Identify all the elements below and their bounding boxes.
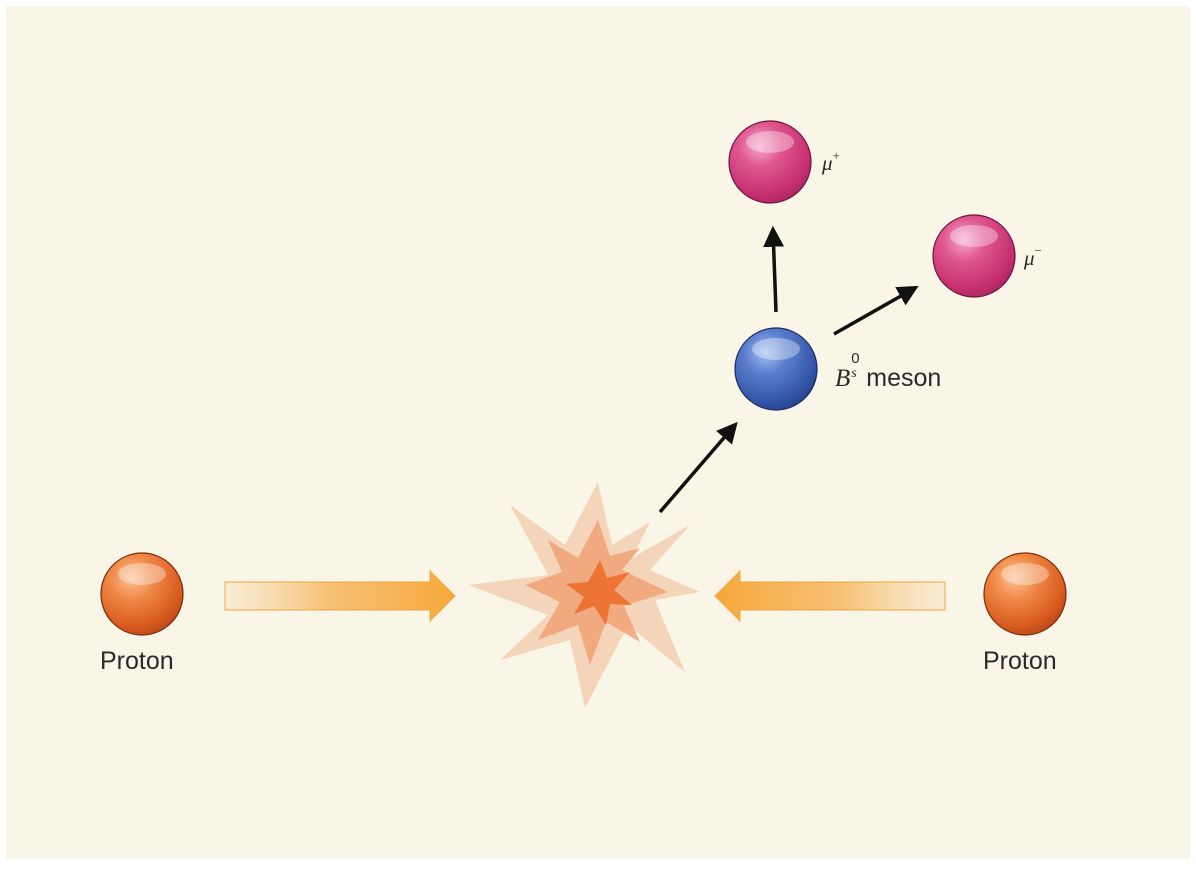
- muon-plus-charge: +: [832, 148, 840, 163]
- meson-word: meson: [866, 364, 942, 392]
- proton-right-icon: [983, 552, 1067, 636]
- beam-arrow-left-icon: [224, 569, 457, 623]
- muon-plus-icon: [728, 120, 812, 204]
- muon-minus-icon: [932, 214, 1016, 298]
- arrow-meson-to-muon-minus-icon: [833, 285, 919, 336]
- muon-minus-label: μ−: [1024, 243, 1042, 271]
- arrow-meson-to-muon-plus-icon: [763, 225, 785, 313]
- proton-left-icon: [100, 552, 184, 636]
- meson-superscript: 0: [851, 350, 860, 367]
- muon-minus-symbol: μ: [1024, 246, 1035, 270]
- meson-icon: [734, 327, 818, 411]
- muon-minus-charge: −: [1034, 243, 1042, 258]
- collision-burst-core: [566, 560, 632, 625]
- background-panel: [6, 6, 1190, 859]
- meson-subscript: s: [851, 366, 857, 381]
- muon-plus-label: μ+: [822, 148, 840, 176]
- muon-plus-symbol: μ: [822, 151, 833, 175]
- meson-symbol: B: [835, 365, 851, 392]
- collision-burst-icon: [468, 482, 700, 708]
- proton-left-label: Proton: [100, 647, 174, 675]
- beam-arrow-right-icon: [713, 569, 946, 623]
- proton-right-label: Proton: [983, 647, 1057, 675]
- arrow-collision-to-meson-icon: [658, 421, 738, 514]
